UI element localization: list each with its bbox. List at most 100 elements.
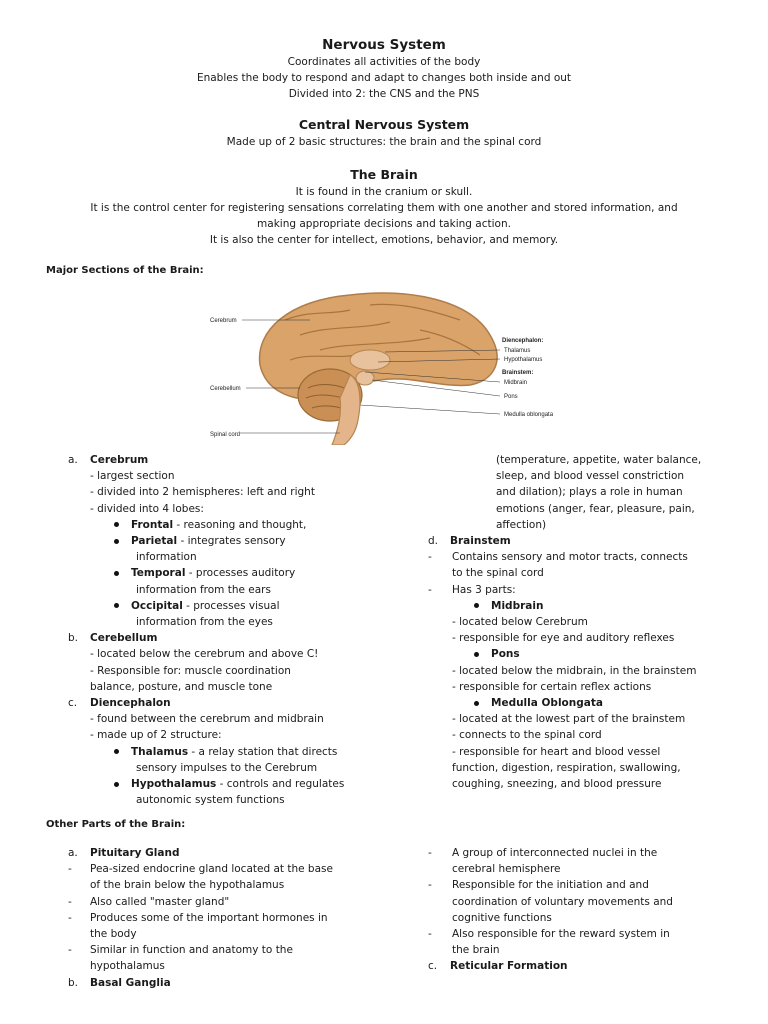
basal-cont: cognitive functions <box>452 911 552 924</box>
cerebellum-line: balance, posture, and muscle tone <box>90 680 273 693</box>
diencephalon-line: - found between the cerebrum and midbrai… <box>90 713 324 726</box>
brainstem-dash-item: -Has 3 parts: <box>428 583 516 596</box>
basal-ganglia-title: Basal Ganglia <box>90 976 171 989</box>
label-medulla: Medulla oblongata <box>504 412 554 418</box>
hypothalamus-cont: and dilation); plays a role in human <box>496 486 683 499</box>
gyri-lines <box>284 303 481 361</box>
basal-cont: coordination of voluntary movements and <box>452 895 673 908</box>
part-line: - located below the midbrain, in the bra… <box>452 664 697 677</box>
other-right-column: -A group of interconnected nuclei in the… <box>428 845 748 975</box>
pituitary-cont: the body <box>90 928 137 941</box>
part-line: - located at the lowest part of the brai… <box>452 713 686 726</box>
pituitary-title: Pituitary Gland <box>90 847 180 859</box>
cerebrum-line: - divided into 2 hemispheres: left and r… <box>90 486 315 499</box>
diencephalon-item: Thalamus - a relay station that directs <box>68 744 368 760</box>
cerebellum-line: - Responsible for: muscle coordination <box>90 664 291 677</box>
brainstem-shape <box>331 374 361 445</box>
brain-block: The Brain It is found in the cranium or … <box>0 166 768 248</box>
other-left-column: a. Pituitary Gland -Pea-sized endocrine g… <box>68 845 368 991</box>
lobe-item: Parietal - integrates sensory <box>68 533 368 549</box>
diencephalon-line: - made up of 2 structure: <box>90 729 222 742</box>
label-cerebrum: Cerebrum <box>210 318 237 324</box>
label-hypothalamus: Hypothalamus <box>504 357 542 363</box>
lobe-cont: information from the eyes <box>136 616 273 629</box>
brain-line: It is also the center for intellect, emo… <box>209 234 559 246</box>
header-block: Nervous System Coordinates all activitie… <box>0 36 768 102</box>
item-letter: a. <box>68 454 78 466</box>
diencephalon-title: Diencephalon <box>90 697 171 710</box>
pituitary-cont: of the brain below the hypothalamus <box>90 879 285 892</box>
brain-diagram: Cerebrum Cerebellum Spinal cord Dienceph… <box>200 280 565 445</box>
label-diencephalon: Diencephalon: <box>502 338 543 344</box>
pituitary-item: -Produces some of the important hormones… <box>68 911 328 924</box>
item-letter: a. <box>68 847 78 859</box>
diencephalon-cont: sensory impulses to the Cerebrum <box>136 761 318 774</box>
basal-item: -Also responsible for the reward system … <box>428 928 670 941</box>
basal-item: -Responsible for the initiation and and <box>428 879 649 892</box>
brain-line: It is the control center for registering… <box>90 202 678 214</box>
left-column: a. Cerebrum - largest section - divided i… <box>68 452 368 808</box>
item-letter: c. <box>428 960 438 973</box>
item-letter: d. <box>428 535 439 548</box>
cerebrum-line: - divided into 4 lobes: <box>90 502 204 515</box>
part-line: - responsible for heart and blood vessel <box>452 745 661 758</box>
cns-line: Made up of 2 basic structures: the brain… <box>226 136 542 148</box>
header-line: Enables the body to respond and adapt to… <box>196 72 572 84</box>
cerebrum-title: Cerebrum <box>90 454 149 466</box>
brain-title: The Brain <box>350 167 418 182</box>
basal-item: -A group of interconnected nuclei in the <box>428 847 658 859</box>
brainstem-dash-item: -Contains sensory and motor tracts, conn… <box>428 551 688 564</box>
lobe-cont: information from the ears <box>136 583 271 596</box>
brain-line: It is found in the cranium or skull. <box>295 186 473 198</box>
cerebellum-line: - located below the cerebrum and above C… <box>90 648 319 661</box>
label-pons: Pons <box>504 394 518 400</box>
cerebrum-line: - largest section <box>90 470 175 483</box>
item-letter: c. <box>68 697 78 710</box>
brainstem-title: Brainstem <box>450 535 511 548</box>
right-column: (temperature, appetite, water balance, s… <box>428 452 748 792</box>
part-line: - connects to the spinal cord <box>452 729 602 742</box>
thalamus-shape <box>349 349 391 371</box>
diencephalon-item: Hypothalamus - controls and regulates <box>68 776 368 792</box>
part-item: Medulla Oblongata <box>428 695 748 711</box>
pituitary-item: -Pea-sized endocrine gland located at th… <box>68 863 333 876</box>
label-midbrain: Midbrain <box>504 380 527 386</box>
hypothalamus-cont: sleep, and blood vessel constriction <box>496 470 685 483</box>
basal-cont: cerebral hemisphere <box>452 863 561 876</box>
part-line: - responsible for eye and auditory refle… <box>452 632 675 645</box>
item-letter: b. <box>68 976 79 989</box>
part-line: function, digestion, respiration, swallo… <box>452 761 681 774</box>
lobe-item: Temporal - processes auditory <box>68 565 368 581</box>
major-sections-heading: Major Sections of the Brain: <box>46 265 204 276</box>
hypothalamus-cont: affection) <box>496 518 547 531</box>
lobe-item: Frontal - reasoning and thought, <box>68 517 368 533</box>
cns-block: Central Nervous System Made up of 2 basi… <box>0 116 768 150</box>
part-item: Pons <box>428 646 748 662</box>
hypothalamus-cont: (temperature, appetite, water balance, <box>496 454 702 466</box>
label-spinal-cord: Spinal cord <box>210 432 240 438</box>
diencephalon-cont: autonomic system functions <box>136 794 285 807</box>
brainstem-cont: to the spinal cord <box>452 567 544 580</box>
basal-cont: the brain <box>452 944 500 957</box>
part-line: coughing, sneezing, and blood pressure <box>452 778 662 791</box>
lobe-item: Occipital - processes visual <box>68 598 368 614</box>
part-line: - located below Cerebrum <box>452 616 588 629</box>
other-parts-heading: Other Parts of the Brain: <box>46 819 186 830</box>
label-cerebellum: Cerebellum <box>210 386 241 392</box>
pituitary-cont: hypothalamus <box>90 960 165 973</box>
item-letter: b. <box>68 632 79 645</box>
pituitary-item: -Similar in function and anatomy to the <box>68 944 293 957</box>
hypothalamus-cont: emotions (anger, fear, pleasure, pain, <box>496 502 695 515</box>
lobe-cont: information <box>136 551 197 564</box>
cns-title: Central Nervous System <box>298 117 470 132</box>
label-brainstem: Brainstem: <box>502 370 533 376</box>
reticular-title: Reticular Formation <box>450 960 568 973</box>
page-title: Nervous System <box>322 37 446 53</box>
cerebellum-title: Cerebellum <box>90 632 158 645</box>
part-line: - responsible for certain reflex actions <box>452 680 652 693</box>
brain-line: making appropriate decisions and taking … <box>257 218 511 230</box>
header-line: Divided into 2: the CNS and the PNS <box>288 88 480 100</box>
pons-shape <box>355 370 375 386</box>
label-thalamus: Thalamus <box>504 348 530 354</box>
